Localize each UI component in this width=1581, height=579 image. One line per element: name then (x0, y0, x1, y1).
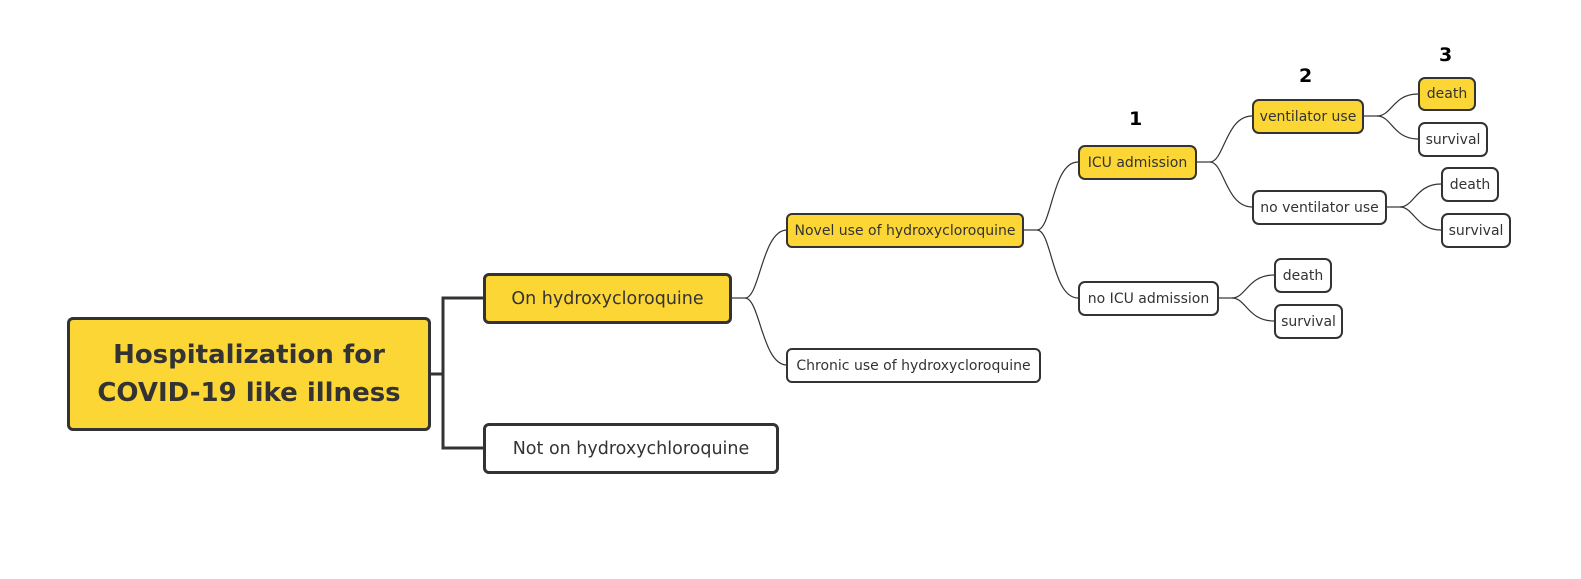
node-label: death (1282, 267, 1324, 284)
node-no-icu-admission[interactable]: no ICU admission (1078, 281, 1219, 316)
node-vent-survival[interactable]: survival (1418, 122, 1488, 157)
node-label: Novel use of hydroxycloroquine (794, 222, 1016, 239)
step-number-1: 1 (1129, 108, 1143, 130)
step-number-3: 3 (1439, 44, 1453, 66)
node-label: ventilator use (1259, 108, 1357, 125)
node-label: survival (1281, 313, 1336, 330)
node-novel-use[interactable]: Novel use of hydroxycloroquine (786, 213, 1024, 248)
node-label: survival (1425, 131, 1481, 148)
root-title-line1: Hospitalization for (113, 340, 385, 370)
node-ventilator-use[interactable]: ventilator use (1252, 99, 1364, 134)
step-number-2: 2 (1299, 65, 1313, 87)
node-vent-death[interactable]: death (1418, 77, 1476, 111)
node-label: Not on hydroxychloroquine (512, 438, 750, 459)
node-icu-admission[interactable]: ICU admission (1078, 145, 1197, 180)
node-noicu-survival[interactable]: survival (1274, 304, 1343, 339)
node-novent-death[interactable]: death (1441, 167, 1499, 202)
connector-noicu-survival (1231, 297, 1275, 322)
node-label: death (1426, 86, 1468, 102)
node-label: ICU admission (1087, 154, 1188, 171)
node-label: Chronic use of hydroxycloroquine (796, 357, 1031, 374)
node-noicu-death[interactable]: death (1274, 258, 1332, 293)
connector-icu-novent (1209, 161, 1253, 208)
root-node-hospitalization[interactable]: Hospitalization for COVID-19 like illnes… (67, 317, 431, 431)
root-title-line2: COVID-19 like illness (97, 378, 401, 408)
connector-novel-icu (1036, 161, 1079, 231)
connector-vent-survival (1376, 115, 1419, 140)
connector-hcq-novel (744, 229, 788, 299)
node-not-on-hydroxychloroquine[interactable]: Not on hydroxychloroquine (483, 423, 779, 474)
connector-root-trunk (431, 296, 483, 376)
connector-noicu-death (1231, 274, 1275, 299)
node-label: death (1449, 176, 1491, 193)
connector-novent-death (1399, 183, 1442, 208)
node-label: no ventilator use (1260, 199, 1379, 216)
node-label: survival (1448, 222, 1504, 239)
node-chronic-use[interactable]: Chronic use of hydroxycloroquine (786, 348, 1041, 383)
connector-root-lower (441, 374, 483, 450)
node-no-ventilator-use[interactable]: no ventilator use (1252, 190, 1387, 225)
node-on-hydroxycloroquine[interactable]: On hydroxycloroquine (483, 273, 732, 324)
connector-novent-survival (1399, 206, 1442, 231)
connector-hcq-chronic (744, 297, 788, 366)
node-novent-survival[interactable]: survival (1441, 213, 1511, 248)
connector-icu-vent (1209, 115, 1253, 163)
connector-novel-noicu (1036, 229, 1079, 299)
node-label: no ICU admission (1087, 290, 1210, 307)
node-label: On hydroxycloroquine (511, 288, 704, 309)
connector-vent-death (1376, 93, 1419, 117)
